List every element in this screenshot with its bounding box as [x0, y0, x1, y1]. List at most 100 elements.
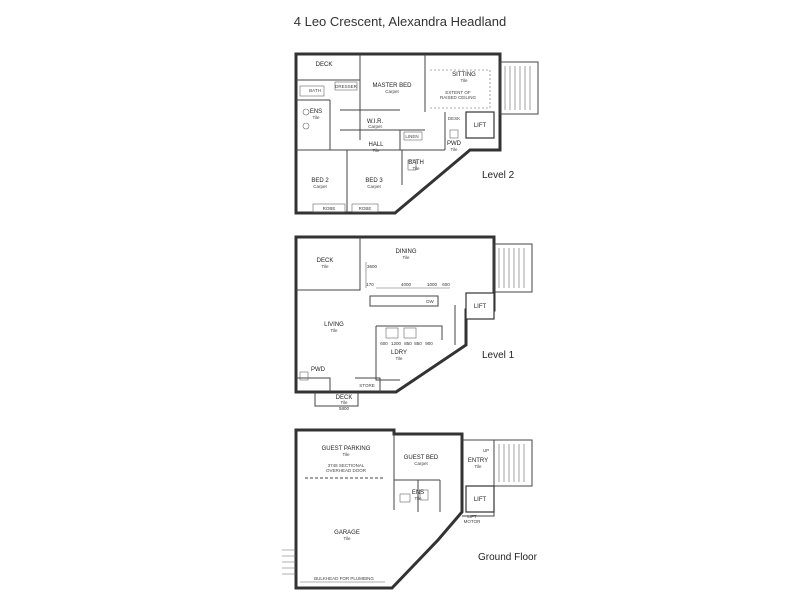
- room-label-garage: GARAGE: [334, 530, 360, 536]
- dim-1200: 1200: [391, 341, 402, 346]
- linen-cupboard: [403, 131, 423, 141]
- note-bulkhead: BULKHEAD FOR PLUMBING: [314, 576, 374, 581]
- room-label-deck-l1: DECK: [317, 258, 334, 264]
- ground-floor-plan: GUEST PARKING Tile 3748 SECTIONAL OVERHE…: [282, 428, 533, 590]
- label-up: UP: [483, 448, 489, 453]
- finish-entry: Tile: [474, 464, 482, 469]
- label-desk: DESK: [448, 116, 460, 121]
- kitchen-island: [369, 295, 439, 307]
- label-ensuite-bath: BATH: [309, 88, 321, 93]
- level-1-plan: DECK Tile DINING Tile LIVING Tile LDRY T…: [294, 235, 533, 411]
- room-label-ens-ground: ENS: [412, 490, 424, 496]
- page-title: 4 Leo Crescent, Alexandra Headland: [293, 14, 507, 29]
- room-label-sitting: SITTING: [452, 72, 476, 78]
- lift-label-l1: LIFT: [474, 304, 487, 310]
- room-label-pwd-l1: PWD: [311, 367, 326, 373]
- finish-wir: Carpet: [368, 124, 382, 129]
- note-raised-ceiling: RAISED CEILING: [440, 95, 477, 100]
- room-label-bed-3: BED 3: [365, 178, 383, 184]
- room-label-ens-l2: ENS: [310, 109, 322, 115]
- finish-ens-l2: Tile: [312, 115, 320, 120]
- level-1-label: Level 1: [482, 350, 515, 361]
- ground-stair-treads: [498, 444, 525, 482]
- label-dw: DW: [426, 299, 434, 304]
- room-label-wir: W.I.R.: [367, 119, 384, 125]
- dim-900: 900: [425, 341, 433, 346]
- finish-deck-l1: Tile: [321, 264, 329, 269]
- finish-deck-lower: Tile: [340, 400, 348, 405]
- dresser-unit: [334, 81, 358, 91]
- finish-pwd-l2: Tile: [450, 147, 458, 152]
- ensuite-bath: [299, 85, 325, 97]
- room-label-hall: HALL: [368, 142, 384, 148]
- label-store: STORE: [359, 383, 374, 388]
- robe-bed-2: [312, 203, 346, 213]
- finish-bath: Tile: [412, 166, 420, 171]
- level-2-outer-wall: [294, 52, 502, 215]
- note-extent: EXTENT OF: [445, 90, 470, 95]
- finish-garage: Tile: [343, 536, 351, 541]
- room-label-ldry: LDRY: [391, 350, 407, 356]
- kitchen-bench: [375, 325, 443, 381]
- label-robe-1: ROBE: [323, 206, 336, 211]
- finish-bed-2: Carpet: [313, 184, 327, 189]
- note-overhead-door: OVERHEAD DOOR: [326, 468, 367, 473]
- finish-living: Tile: [330, 328, 338, 333]
- finish-guest-parking: Tile: [342, 452, 350, 457]
- finish-sitting: Tile: [460, 78, 468, 83]
- dim-850b: 850: [414, 341, 422, 346]
- level-1-deck-walls: [296, 237, 361, 291]
- dim-1000: 1000: [427, 282, 438, 287]
- level-2-plan: DECK MASTER BED Carpet SITTING Tile EXTE…: [294, 52, 539, 215]
- dim-3600: 3600: [367, 264, 378, 269]
- ensuite-basin-2: [302, 122, 310, 130]
- label-dresser: DRESSER: [335, 84, 358, 89]
- kitchen-sink: [403, 327, 417, 339]
- room-label-deck: DECK: [316, 62, 333, 68]
- ens-basin-ground: [399, 493, 411, 503]
- bath-toilet: [407, 159, 417, 171]
- ground-interior-walls: [393, 434, 441, 512]
- label-robe-2: ROBE: [359, 206, 372, 211]
- ground-floor-label: Ground Floor: [478, 552, 537, 563]
- pwd-toilet-l2: [449, 129, 459, 139]
- lift-label-l2: LIFT: [474, 123, 487, 129]
- dim-600b: 600: [380, 341, 388, 346]
- dim-5800: 5800: [339, 406, 350, 411]
- finish-bed-3: Carpet: [367, 184, 381, 189]
- level-1-lower-walls: [296, 377, 381, 392]
- kitchen-cooktop: [385, 327, 399, 339]
- room-label-master-bed: MASTER BED: [372, 83, 412, 89]
- lower-deck-outline: [314, 392, 359, 407]
- room-label-entry: ENTRY: [468, 458, 488, 464]
- finish-guest-bed: Carpet: [414, 461, 428, 466]
- finish-master-bed: Carpet: [385, 89, 399, 94]
- room-label-dining: DINING: [396, 249, 417, 255]
- ensuite-basin-1: [302, 108, 310, 116]
- finish-ldry: Tile: [395, 356, 403, 361]
- ground-stair: [493, 439, 533, 487]
- dim-170: 170: [366, 282, 374, 287]
- finish-dining: Tile: [402, 255, 410, 260]
- level-1-stair-treads: [498, 248, 525, 288]
- ground-outer-wall: [294, 428, 464, 590]
- room-label-pwd-l2: PWD: [447, 141, 462, 147]
- level-1-lift: [465, 292, 495, 320]
- ens-toilet-ground: [419, 489, 429, 501]
- room-label-living: LIVING: [324, 322, 344, 328]
- dim-4000: 4000: [401, 282, 412, 287]
- level-2-stair-treads: [504, 66, 531, 110]
- note-lift-1: LIFT: [467, 514, 477, 519]
- label-linen: LINEN: [405, 134, 418, 139]
- raised-ceiling-outline: [430, 69, 491, 109]
- note-sectional: 3748 SECTIONAL: [328, 463, 365, 468]
- level-2-stair: [499, 61, 539, 115]
- room-label-guest-bed: GUEST BED: [404, 455, 439, 461]
- dim-600a: 600: [442, 282, 450, 287]
- room-label-deck-lower: DECK: [336, 395, 353, 401]
- level-2-lift: [465, 111, 495, 139]
- lift-label-ground: LIFT: [474, 497, 487, 503]
- level-2-interior-walls: [296, 54, 446, 213]
- garage-side-steps: [282, 549, 296, 575]
